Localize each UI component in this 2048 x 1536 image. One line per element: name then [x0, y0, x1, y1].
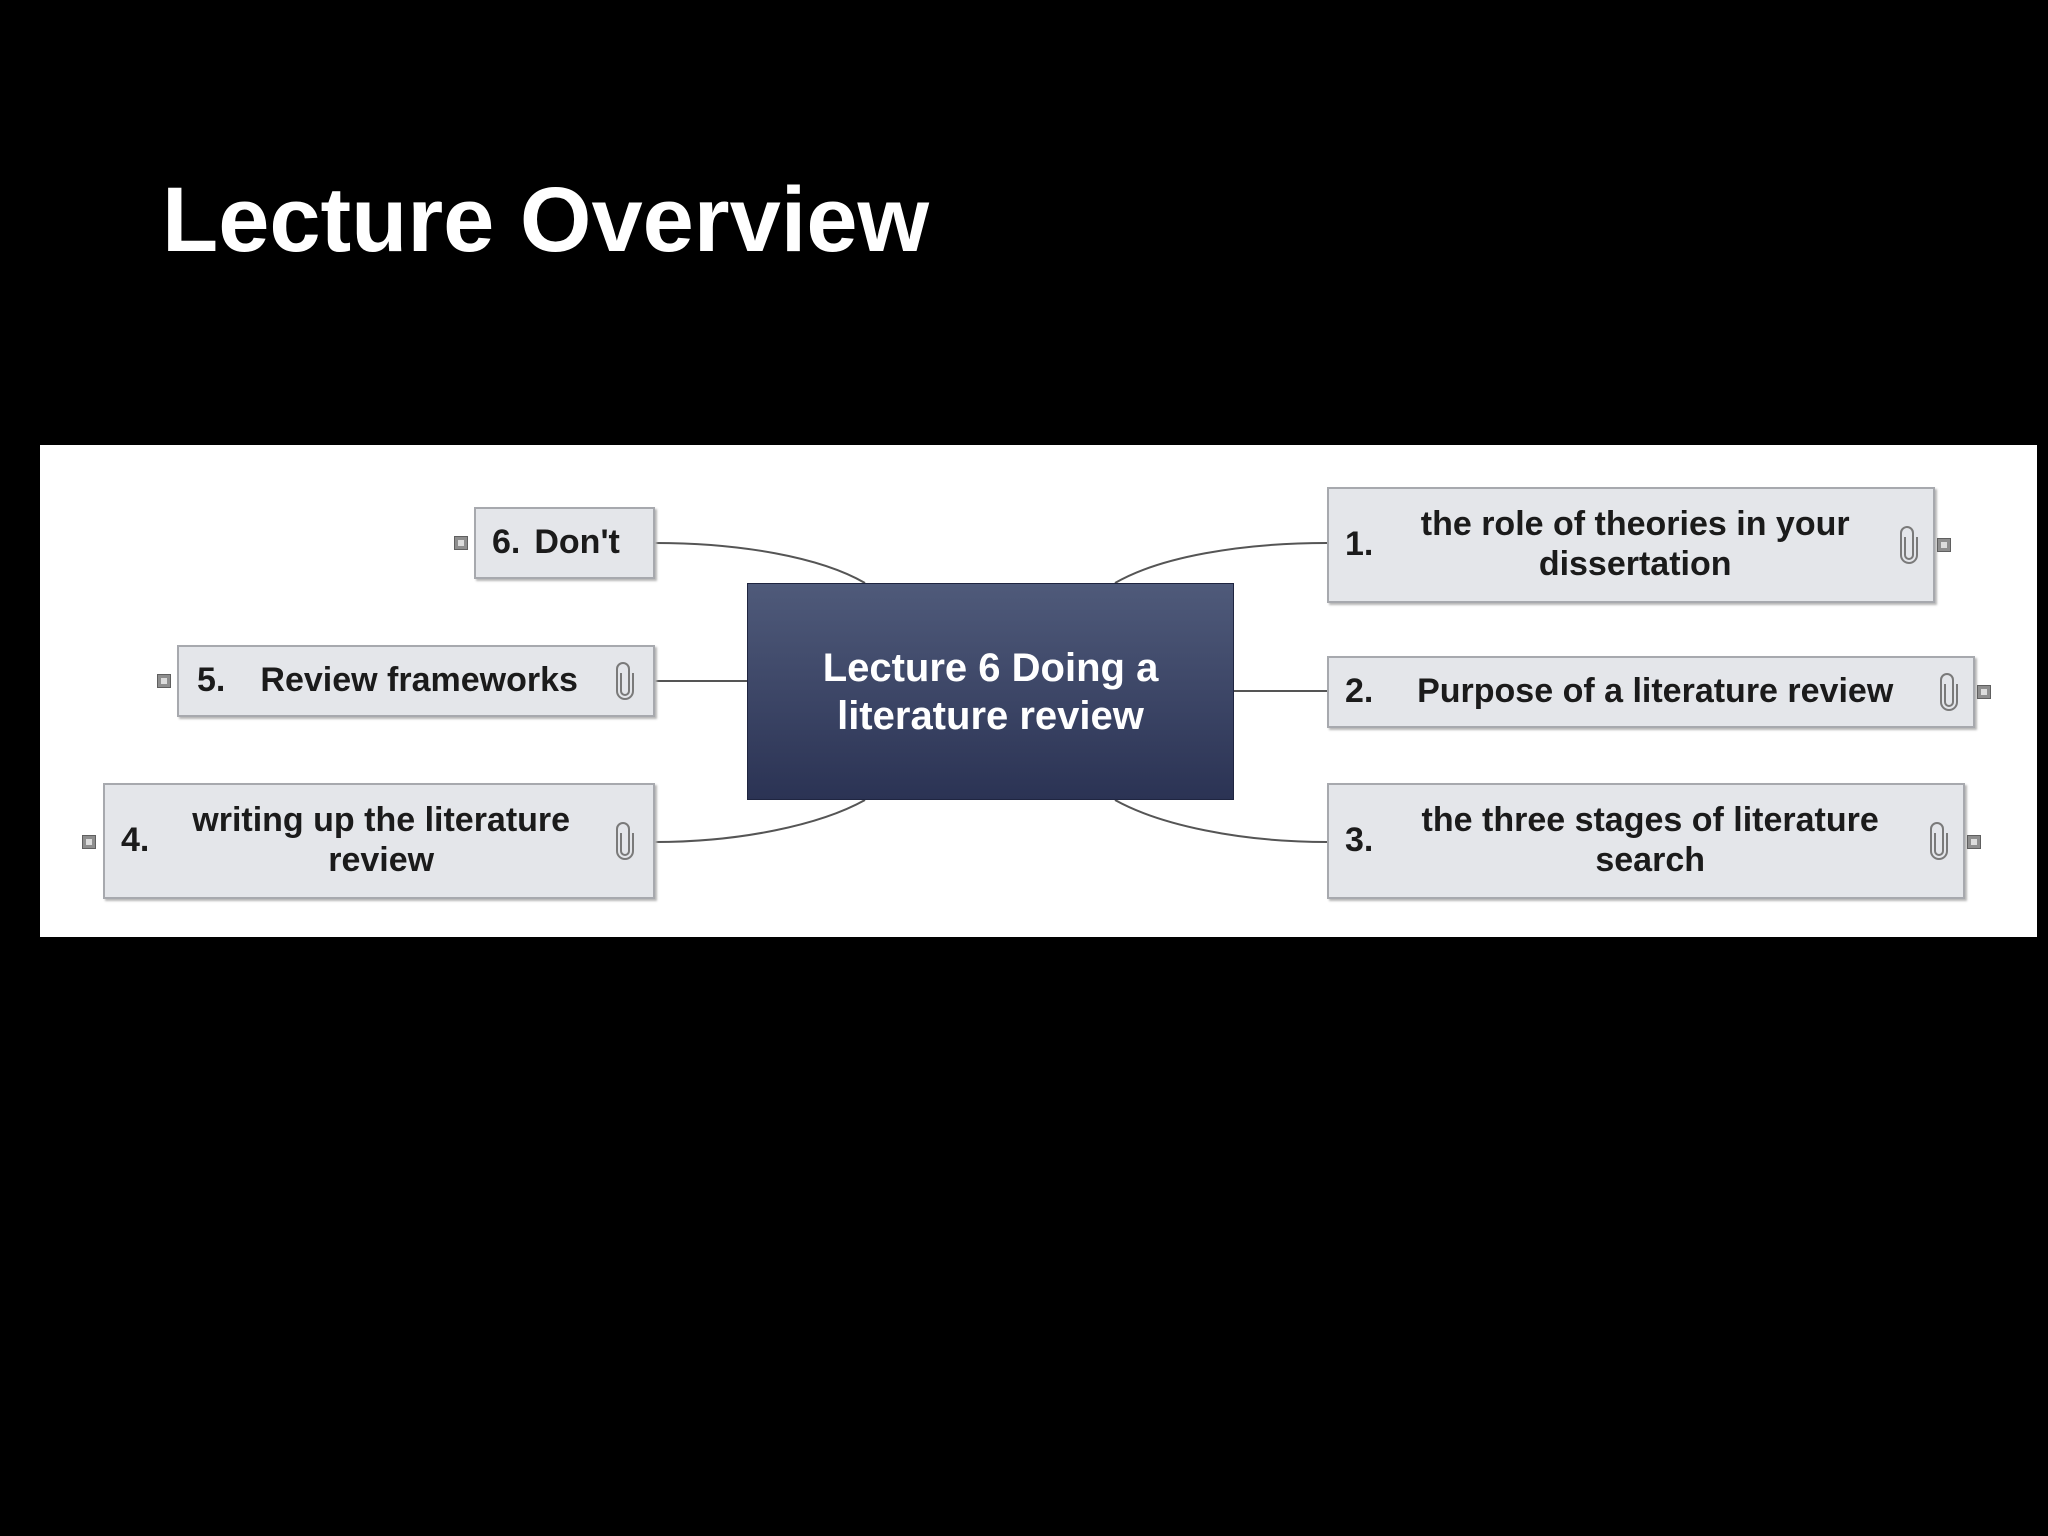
slide-title: Lecture Overview — [162, 169, 930, 271]
topic-4-number: 4. — [121, 821, 150, 860]
collapse-handle-icon[interactable] — [454, 536, 468, 550]
collapse-handle-icon[interactable] — [1967, 835, 1981, 849]
topic-3-label: the three stages of literature search — [1421, 801, 1879, 879]
topic-2-number: 2. — [1345, 672, 1374, 711]
collapse-handle-icon[interactable] — [1937, 538, 1951, 552]
connector-topic-1 — [1114, 542, 1328, 584]
central-topic[interactable]: Lecture 6 Doing a literature review — [747, 583, 1234, 800]
paperclip-icon[interactable] — [1937, 672, 1961, 712]
topic-6-label: Don't — [534, 523, 620, 562]
collapse-handle-icon[interactable] — [157, 674, 171, 688]
topic-6-number: 6. — [492, 523, 521, 562]
central-topic-label: Lecture 6 Doing a literature review — [822, 645, 1159, 738]
topic-1-label: the role of theories in your dissertatio… — [1420, 505, 1850, 583]
connector-topic-4 — [654, 799, 866, 843]
topic-1-number: 1. — [1345, 525, 1374, 564]
topic-1[interactable]: 1. the role of theories in your disserta… — [1327, 487, 1935, 603]
paperclip-icon[interactable] — [613, 661, 637, 701]
topic-4[interactable]: 4. writing up the literature review — [103, 783, 655, 899]
mind-map: Lecture 6 Doing a literature review 1. t… — [40, 445, 2037, 937]
collapse-handle-icon[interactable] — [1977, 685, 1991, 699]
topic-2[interactable]: 2. Purpose of a literature review — [1327, 656, 1975, 728]
connectors — [654, 542, 1328, 843]
paperclip-icon[interactable] — [613, 821, 637, 861]
paperclip-icon[interactable] — [1897, 525, 1921, 565]
topic-2-label: Purpose of a literature review — [1417, 672, 1894, 711]
topic-5-label: Review frameworks — [260, 661, 578, 700]
topic-4-label: writing up the literature review — [192, 801, 571, 879]
connector-topic-6 — [654, 542, 866, 584]
topic-5-number: 5. — [197, 661, 226, 700]
topic-6[interactable]: 6. Don't — [474, 507, 655, 579]
connector-topic-3 — [1114, 799, 1328, 843]
collapse-handle-icon[interactable] — [82, 835, 96, 849]
topic-3-number: 3. — [1345, 821, 1374, 860]
topic-5[interactable]: 5. Review frameworks — [177, 645, 655, 717]
topic-3[interactable]: 3. the three stages of literature search — [1327, 783, 1965, 899]
paperclip-icon[interactable] — [1927, 821, 1951, 861]
